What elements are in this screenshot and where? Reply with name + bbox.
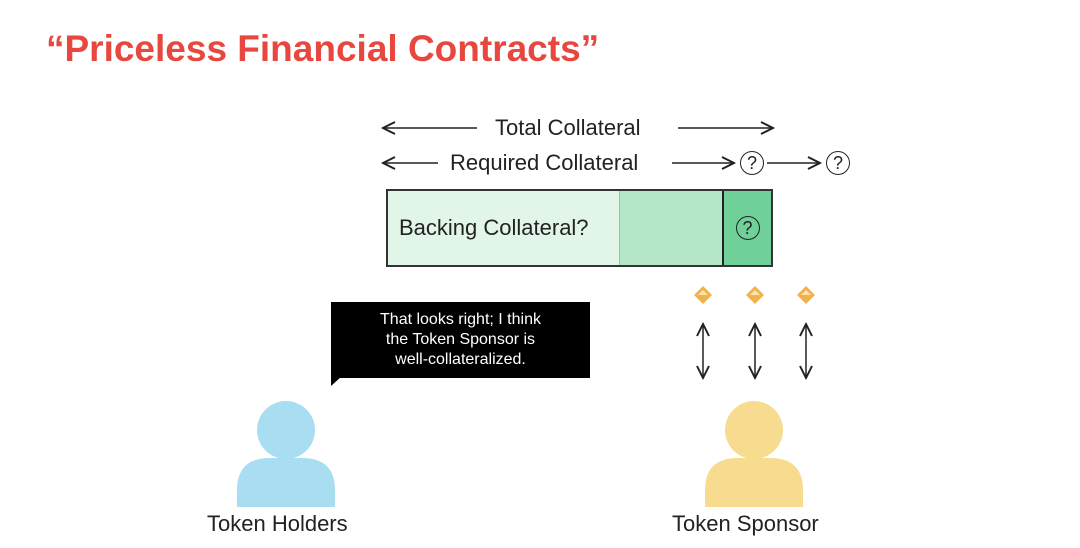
speech-tail (331, 376, 342, 386)
speech-line: well-collateralized. (395, 351, 526, 368)
unknown-collateral-segment: ? (724, 191, 771, 265)
question-icon: ? (740, 151, 764, 175)
speech-line: the Token Sponsor is (385, 331, 536, 348)
token-holders-label: Token Holders (207, 511, 348, 536)
token-holder-avatar (237, 401, 335, 507)
token-icons (694, 286, 815, 304)
question-icon: ? (826, 151, 850, 175)
total-collateral-label: Total Collateral (495, 115, 641, 140)
backing-collateral-segment: Backing Collateral? (388, 191, 620, 265)
excess-collateral-segment (620, 191, 724, 265)
speech-bubble: That looks right; I think the Token Spon… (331, 302, 590, 378)
backing-collateral-label: Backing Collateral? (399, 215, 589, 240)
token-sponsor-label: Token Sponsor (672, 511, 819, 536)
collateral-bar: Backing Collateral? ? (386, 189, 773, 267)
token-sponsor-avatar (705, 401, 803, 507)
question-icon: ? (735, 216, 760, 240)
required-collateral-label: Required Collateral (450, 150, 639, 175)
double-arrows (703, 324, 806, 378)
slide-title: “Priceless Financial Contracts” (46, 28, 600, 69)
speech-line: That looks right; I think (380, 311, 541, 328)
